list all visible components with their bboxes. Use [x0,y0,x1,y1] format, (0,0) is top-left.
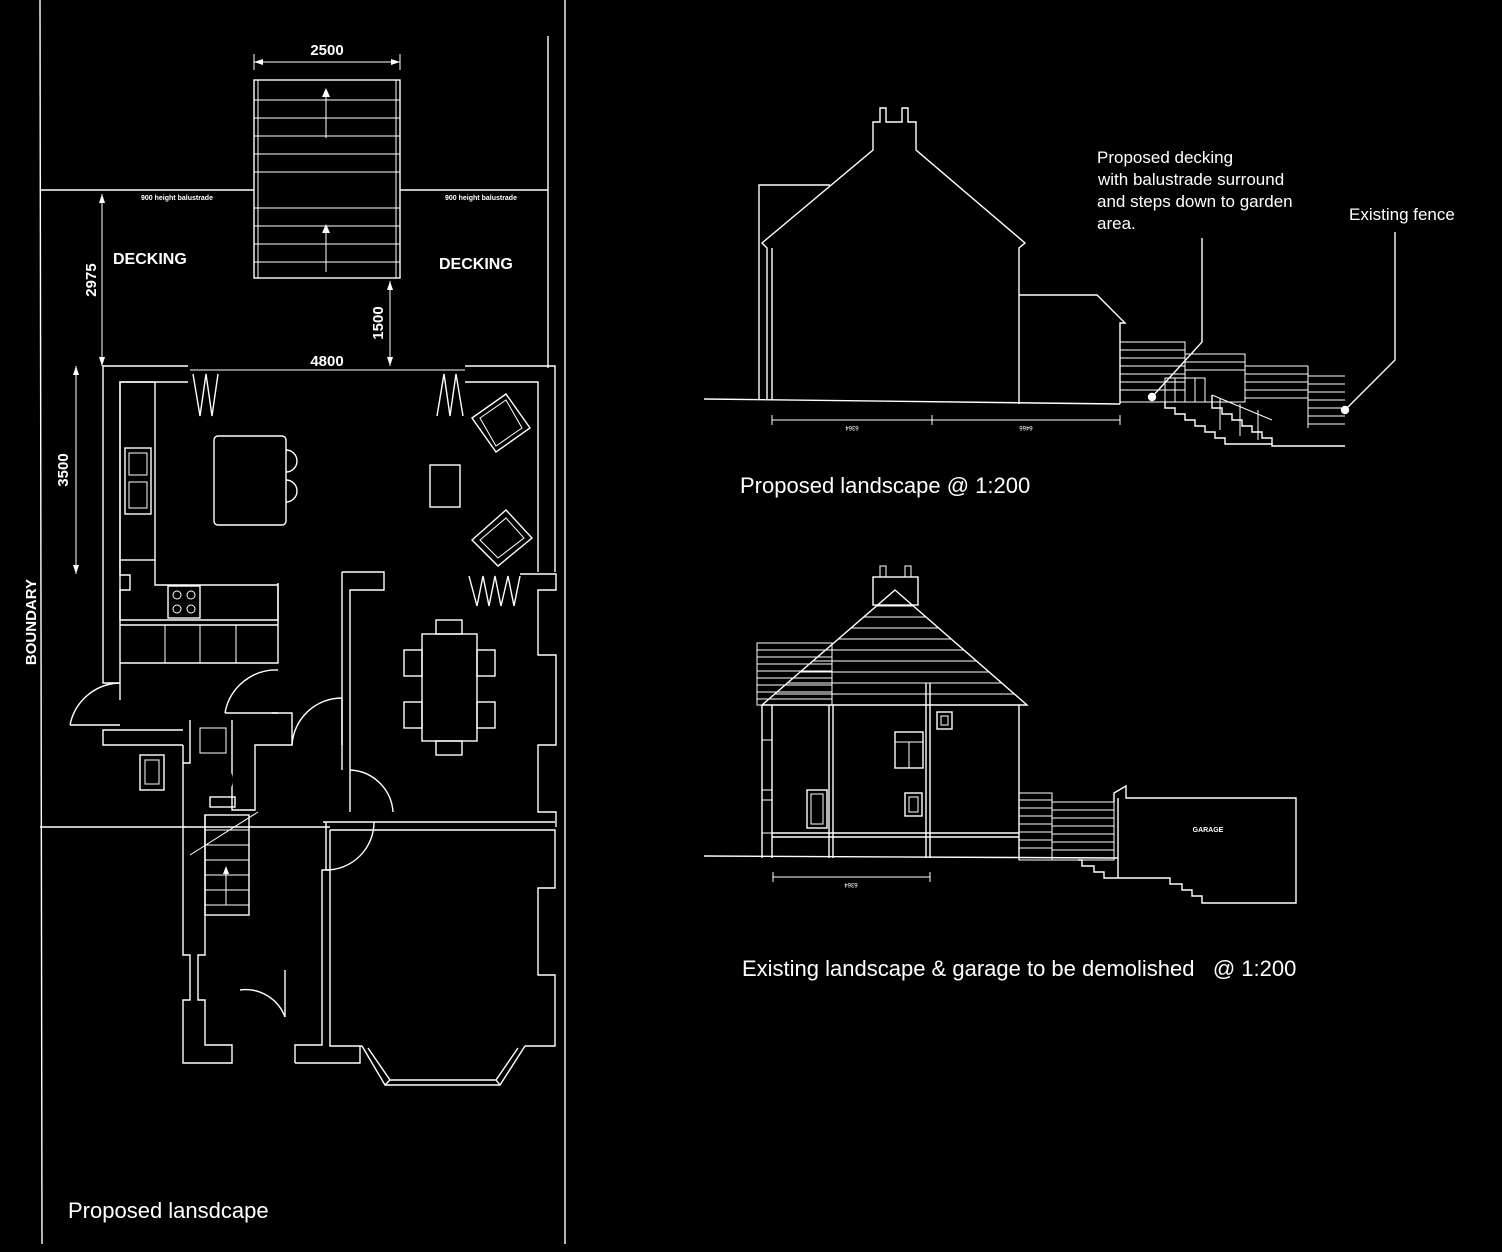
dimension-3500 [73,366,79,574]
dimension-2975-label: 2975 [83,263,100,296]
proposed-dim-b: 6466 [1019,424,1033,430]
note-existing-fence: Existing fence [1349,205,1455,224]
plan-caption: Proposed lansdcape [68,1198,269,1223]
existing-ground-line [703,855,1119,859]
existing-windows [806,711,953,829]
dimension-1500-label: 1500 [370,306,387,339]
coffee-table [429,464,461,508]
proposed-elevation-caption: Proposed landscape @ 1:200 [740,473,1030,498]
staircase [189,811,259,916]
site-plan: 2500 2975 1500 4800 3500 DECKING DEC [23,0,566,1245]
proposed-dim-a: 6364 [845,424,859,430]
dimension-4800-label: 4800 [310,353,343,370]
balustrade-right-label: 900 height balustrade [445,195,517,202]
decking-left-label: DECKING [113,251,187,268]
leader-decking [1147,238,1203,402]
proposed-house-outline [758,107,1127,404]
bifold-door-dining [468,575,521,607]
boundary-line-left [39,0,43,1245]
existing-dimension-line [772,872,931,882]
note-decking-line-1: Proposed decking [1097,148,1233,167]
boundary-label: BOUNDARY [23,579,40,665]
dimension-1500 [387,281,393,366]
existing-side-roof [756,642,833,706]
existing-elevation-caption: Existing landscape & garage to be demoli… [742,956,1296,981]
dining-table [403,619,496,756]
house-walls [102,365,557,1064]
existing-main-roof [760,565,1029,706]
decking-right-label: DECKING [439,256,513,273]
wc-toilet [199,727,236,808]
bifold-door-left [192,373,219,417]
existing-house-walls [761,683,1020,860]
proposed-decking [1119,341,1345,428]
proposed-dimension-line [771,415,1121,425]
door-swing-dining [349,769,394,813]
door-swing-lounge [325,821,375,871]
proposed-ground-line [703,398,1121,405]
note-decking-line-4: area. [1097,214,1136,233]
dimension-2975 [99,194,105,366]
utility-basin [139,754,165,791]
garden-steps [253,79,401,279]
armchair-upper [471,393,531,453]
dimension-3500-label: 3500 [55,453,72,486]
dimension-2500 [253,54,401,70]
bay-window [361,1045,526,1086]
note-decking-line-3: and steps down to garden [1097,192,1293,211]
leader-fence [1340,232,1396,415]
kitchen-island [213,435,298,526]
existing-dim-a: 6364 [844,881,858,887]
armchair-lower [470,509,534,567]
kitchen-units [119,381,279,663]
bifold-door-right [436,373,464,417]
door-swing-front [239,970,286,1018]
proposed-elevation: 6364 6466 [703,107,1455,498]
door-swing-utility [69,682,121,726]
balustrade-left-label: 900 height balustrade [141,195,213,202]
door-swing-hall [291,697,343,746]
proposed-garden-steps [1164,394,1345,447]
door-swing-wc [224,669,279,714]
existing-elevation: GARAGE 6364 Existing landscape & garage … [703,565,1297,981]
garage-label: GARAGE [1193,827,1224,834]
existing-fence [1018,792,1115,861]
note-decking-line-2: with balustrade surround [1097,170,1284,189]
dimension-2500-label: 2500 [310,42,343,59]
existing-garage [1078,784,1297,904]
